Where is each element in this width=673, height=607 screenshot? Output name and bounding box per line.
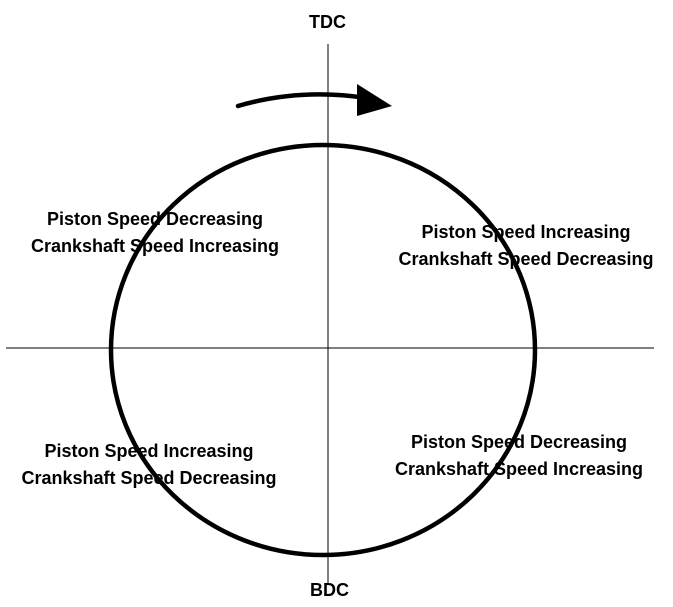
quadrant-top-right-line1: Piston Speed Increasing [421, 222, 631, 242]
quadrant-bottom-right-text: Piston Speed Decreasing Crankshaft Speed… [378, 429, 660, 483]
quadrant-bottom-left-text: Piston Speed Increasing Crankshaft Speed… [8, 438, 290, 492]
quadrant-bottom-left-line2: Crankshaft Speed Decreasing [21, 468, 277, 488]
quadrant-bottom-right-line2: Crankshaft Speed Increasing [394, 459, 644, 479]
crank-circle [108, 142, 538, 558]
quadrant-bottom-left-line1: Piston Speed Increasing [44, 441, 254, 461]
rotation-arrow-head [357, 84, 392, 116]
quadrant-top-left-text: Piston Speed Decreasing Crankshaft Speed… [14, 206, 296, 260]
quadrant-top-right-text: Piston Speed Increasing Crankshaft Speed… [385, 219, 667, 273]
quadrant-top-left-line2: Crankshaft Speed Increasing [30, 236, 280, 256]
quadrant-bottom-right-line1: Piston Speed Decreasing [410, 432, 628, 452]
quadrant-top-right-line2: Crankshaft Speed Decreasing [398, 249, 654, 269]
tdc-label: TDC [309, 12, 346, 32]
rotation-arrow-shaft [235, 92, 369, 109]
bdc-label: BDC [310, 580, 349, 600]
quadrant-top-left-line1: Piston Speed Decreasing [46, 209, 264, 229]
